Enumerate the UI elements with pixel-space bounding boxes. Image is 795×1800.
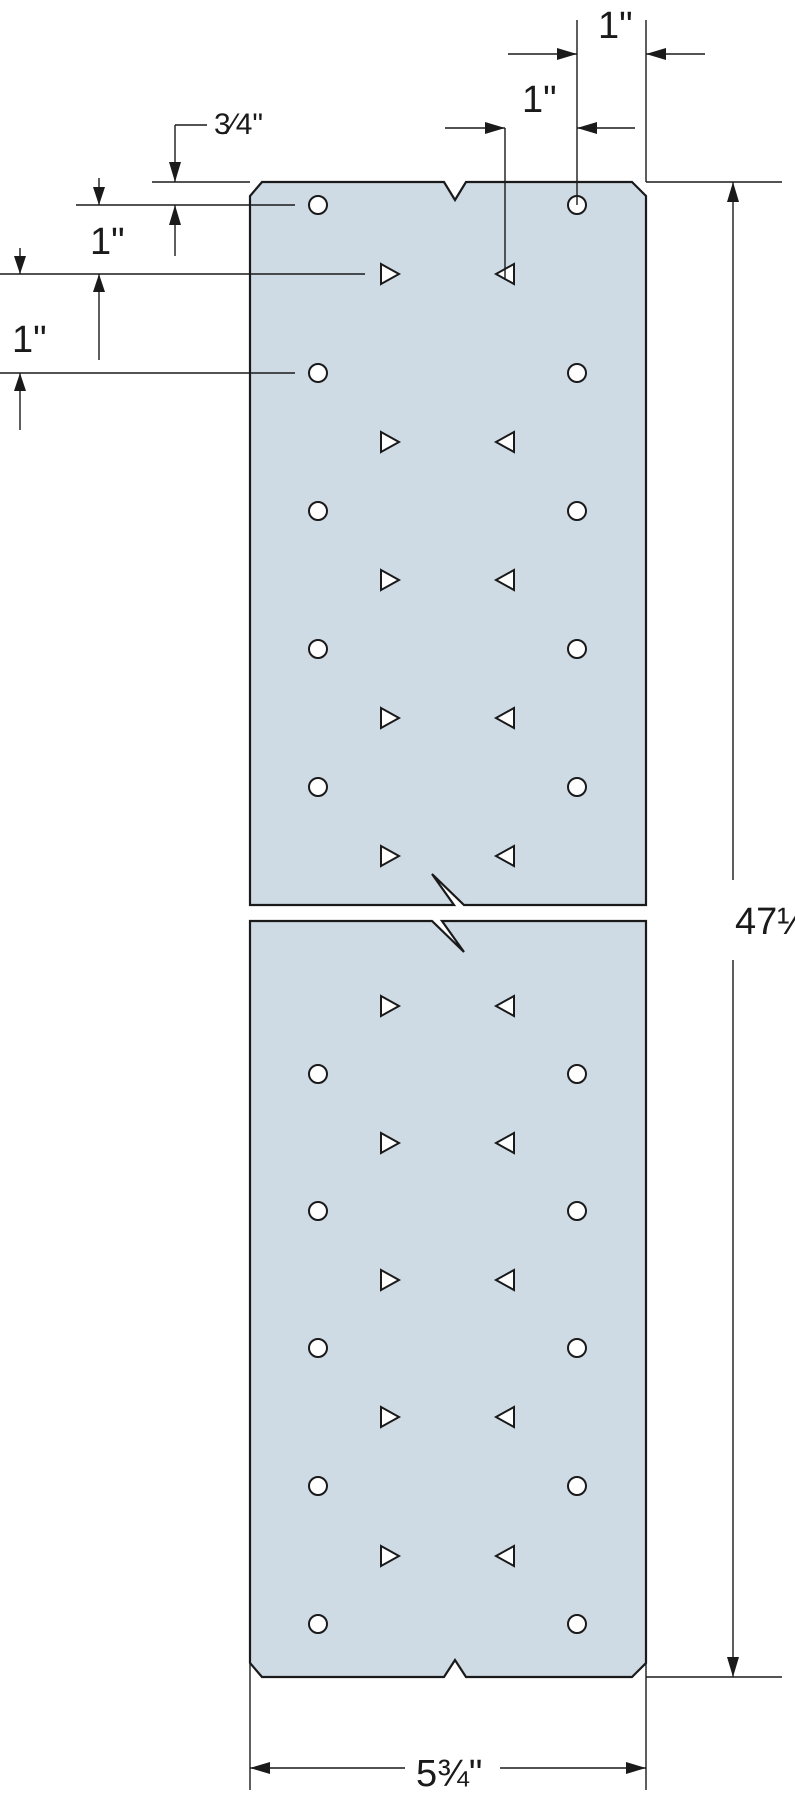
- nail-hole: [567, 363, 587, 383]
- dim-overall-length: 47½": [735, 901, 795, 943]
- nail-hole: [567, 501, 587, 521]
- triangle-hole-left: [493, 430, 515, 454]
- nail-hole: [308, 1476, 328, 1496]
- triangle-hole-right: [380, 844, 402, 868]
- upper-plate-section: [248, 180, 648, 907]
- dim-overall-width: 5¾": [416, 1753, 482, 1795]
- triangle-hole-right: [380, 706, 402, 730]
- nail-hole: [308, 777, 328, 797]
- triangle-hole-left: [493, 1131, 515, 1155]
- triangle-hole-right: [380, 568, 402, 592]
- triangle-hole-right: [380, 1131, 402, 1155]
- triangle-hole-right: [380, 1405, 402, 1429]
- triangle-hole-right: [380, 1268, 402, 1292]
- triangle-hole-left: [493, 1544, 515, 1568]
- triangle-hole-right: [380, 262, 402, 286]
- nail-holes: [308, 195, 587, 1634]
- triangle-hole-left: [493, 706, 515, 730]
- dim-top-right-spacing: 1": [598, 5, 633, 47]
- nail-hole: [308, 1614, 328, 1634]
- nail-hole: [308, 363, 328, 383]
- nail-hole: [567, 1338, 587, 1358]
- nail-hole: [308, 1064, 328, 1084]
- triangle-hole-left: [493, 568, 515, 592]
- nail-hole: [567, 1614, 587, 1634]
- triangle-hole-right: [380, 994, 402, 1018]
- nail-hole: [308, 639, 328, 659]
- triangle-holes: [380, 262, 515, 1568]
- dim-edge-to-first-hole: 3⁄4": [214, 108, 263, 141]
- nail-hole: [308, 1201, 328, 1221]
- lower-plate-section: [248, 919, 648, 1679]
- dimension-lines: [0, 20, 782, 1790]
- triangle-hole-left: [493, 1405, 515, 1429]
- nail-hole: [308, 501, 328, 521]
- dim-triangle-to-hole: 1": [12, 319, 47, 361]
- nail-hole: [567, 1476, 587, 1496]
- triangle-hole-right: [380, 430, 402, 454]
- triangle-hole-left: [493, 1268, 515, 1292]
- nail-hole: [567, 1201, 587, 1221]
- triangle-hole-right: [380, 1544, 402, 1568]
- triangle-hole-left: [493, 844, 515, 868]
- dim-upper-right-spacing: 1": [522, 79, 557, 121]
- nail-hole: [567, 777, 587, 797]
- nail-hole: [308, 195, 328, 215]
- triangle-hole-left: [493, 994, 515, 1018]
- nail-hole: [567, 639, 587, 659]
- nail-hole: [567, 1064, 587, 1084]
- nail-hole: [308, 1338, 328, 1358]
- dim-hole-to-triangle: 1": [90, 221, 125, 263]
